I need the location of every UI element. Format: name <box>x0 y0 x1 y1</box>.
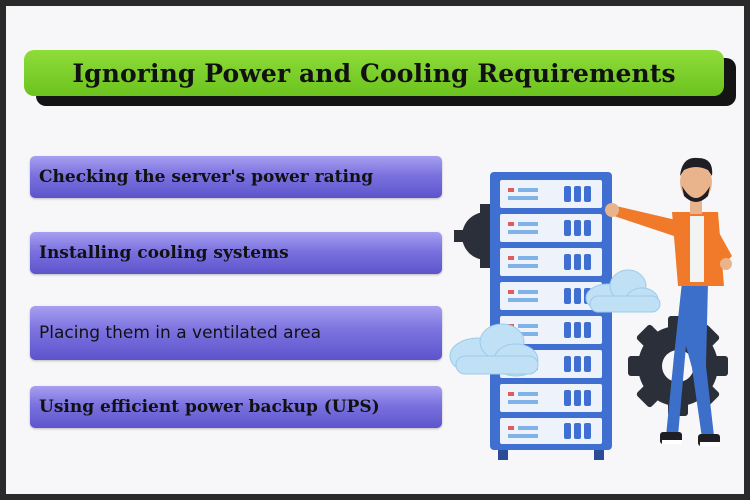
server-illustration <box>449 157 732 460</box>
man-leaning-on-rack <box>605 157 732 446</box>
page-title: Ignoring Power and Cooling Requirements <box>72 58 676 88</box>
list-item-ventilated-area: Placing them in a ventilated area <box>30 306 442 360</box>
list-item-cooling-systems: Installing cooling systems <box>30 232 442 274</box>
infographic-canvas: Ignoring Power and Cooling Requirements … <box>6 6 744 494</box>
list-item-ups-backup: Using efficient power backup (UPS) <box>30 386 442 428</box>
list-item-label: Checking the server's power rating <box>39 167 374 187</box>
list-item-label: Placing them in a ventilated area <box>39 323 322 343</box>
cloud-icon <box>585 269 661 313</box>
list-item-label: Installing cooling systems <box>39 243 289 263</box>
cloud-icon <box>449 323 539 377</box>
list-item-label: Using efficient power backup (UPS) <box>39 397 380 417</box>
list-item-power-rating: Checking the server's power rating <box>30 156 442 198</box>
server-rack-icon <box>490 172 612 460</box>
title-banner: Ignoring Power and Cooling Requirements <box>24 50 724 96</box>
